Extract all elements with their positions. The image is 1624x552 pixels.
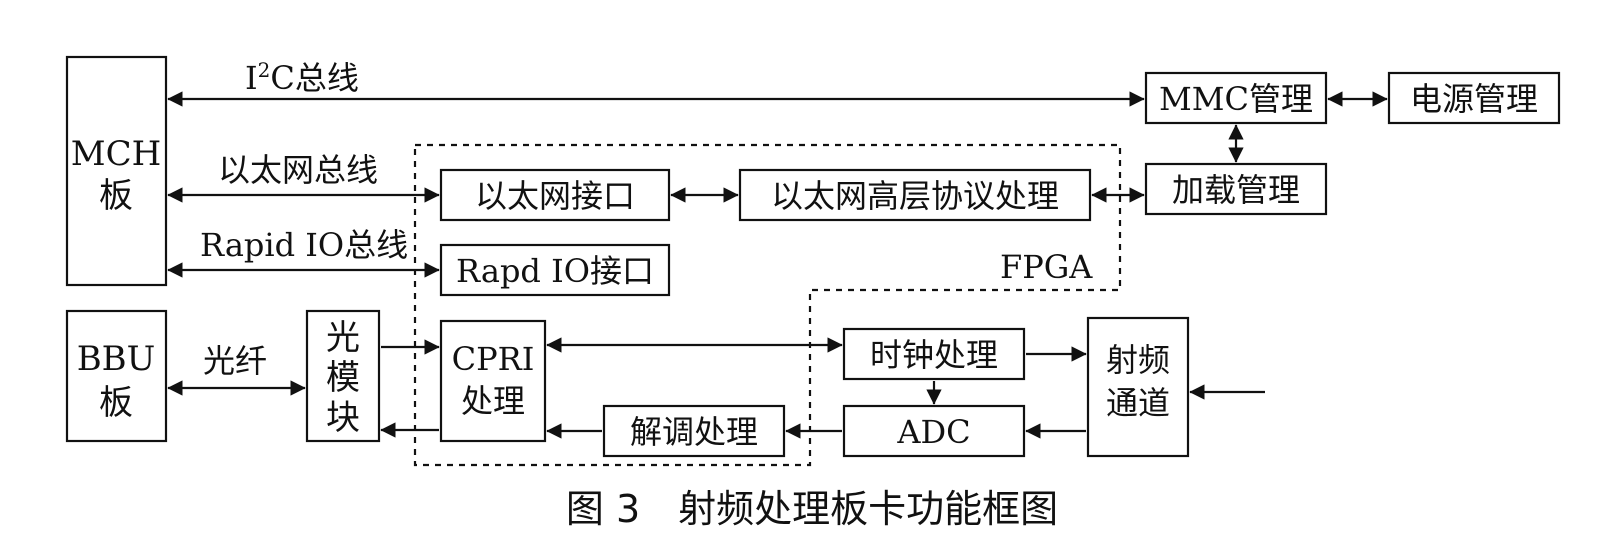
rf-channel-block xyxy=(1086,316,1190,458)
loading-management-label: 加载管理 xyxy=(1172,171,1300,209)
adc-block xyxy=(842,404,1026,458)
clock-processing-block xyxy=(842,327,1026,381)
optical-module-block xyxy=(305,309,381,443)
ethernet-protocol-block xyxy=(738,168,1092,222)
bbu-board-block xyxy=(65,309,168,443)
optical-module-label-line3: 块 xyxy=(326,398,360,438)
clock-processing-label: 时钟处理 xyxy=(870,336,998,374)
rapidio-bus-label: Rapid IO总线 xyxy=(200,226,408,264)
cpri-processing-label-line2: 处理 xyxy=(461,382,525,420)
power-management-block xyxy=(1387,71,1561,125)
optical-module-label-line2: 模 xyxy=(326,358,360,398)
ethernet-protocol-label: 以太网高层协议处理 xyxy=(771,177,1059,215)
ethernet-interface-block xyxy=(439,168,671,222)
fpga-label: FPGA xyxy=(1000,248,1093,286)
cpri-processing-block xyxy=(439,319,547,443)
figure-caption: 图 3 射频处理板卡功能框图 xyxy=(566,487,1058,531)
i2c-bus-label: I2C总线 xyxy=(245,58,359,97)
cpri-processing-label-line1: CPRI xyxy=(452,340,535,378)
bbu-board-label-line1: BBU xyxy=(77,339,156,379)
mmc-management-block xyxy=(1144,71,1328,125)
fiber-label: 光纤 xyxy=(203,342,267,380)
bbu-board-label-line2: 板 xyxy=(99,383,133,423)
rapidio-interface-label: Rapd IO接口 xyxy=(456,252,654,290)
rapidio-interface-block xyxy=(439,243,671,297)
mch-board-label-line2: 板 xyxy=(99,176,133,216)
rf-channel-label-line1: 射频 xyxy=(1106,341,1170,379)
ethernet-bus-label: 以太网总线 xyxy=(218,151,378,189)
loading-management-block xyxy=(1144,162,1328,216)
demodulation-label: 解调处理 xyxy=(630,413,758,451)
power-management-label: 电源管理 xyxy=(1410,80,1538,118)
ethernet-interface-label: 以太网接口 xyxy=(475,177,635,215)
mch-board-block xyxy=(65,55,168,287)
fpga-boundary xyxy=(413,143,1122,467)
mch-board-label-line1: MCH xyxy=(71,134,161,174)
demodulation-block xyxy=(602,404,786,458)
mmc-management-label: MMC管理 xyxy=(1159,80,1313,118)
adc-label: ADC xyxy=(896,413,970,451)
optical-module-label-line1: 光 xyxy=(326,318,360,358)
rf-channel-label-line2: 通道 xyxy=(1106,384,1170,422)
